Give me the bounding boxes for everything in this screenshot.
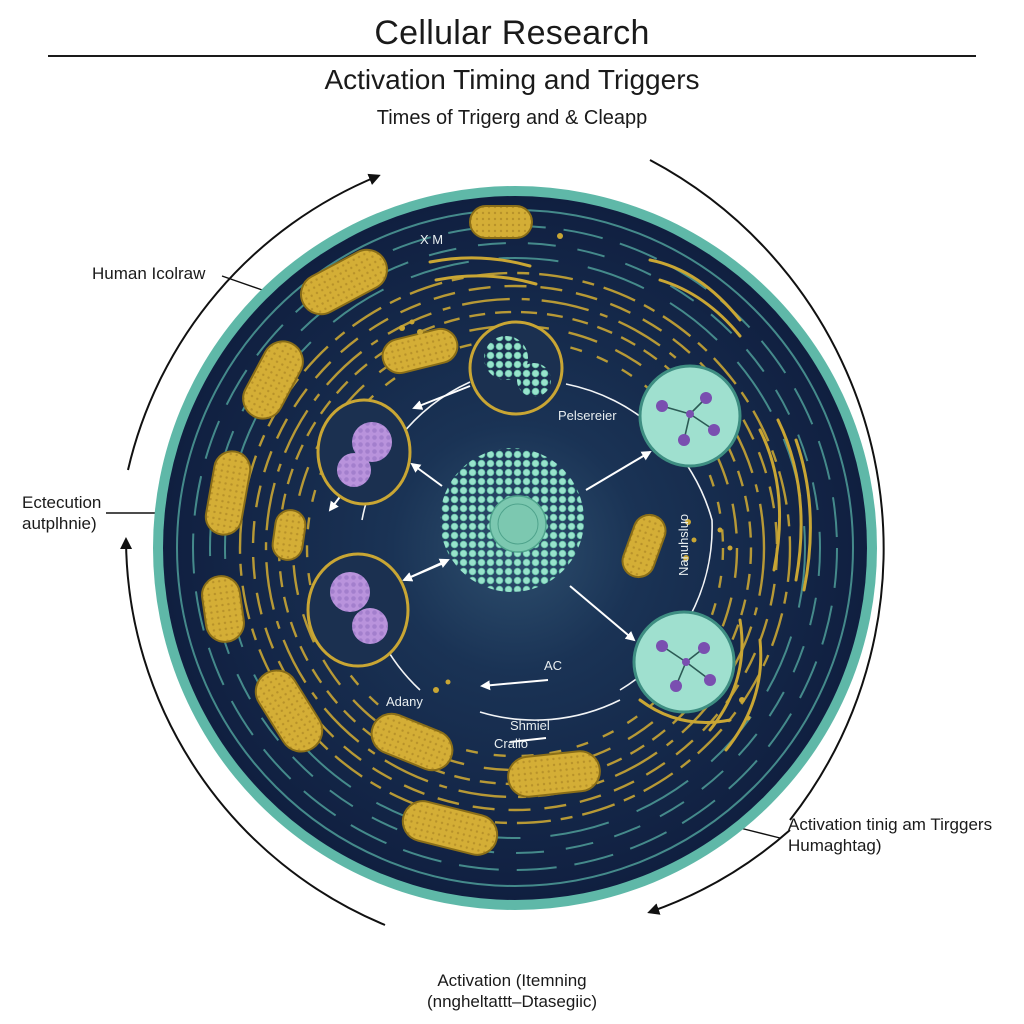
right-compartment-upper	[638, 364, 742, 468]
mitochondrion	[242, 340, 304, 420]
label-right-vertical: Nanuhsluo	[676, 513, 691, 576]
flow-arrow	[412, 385, 471, 410]
outer-cycle-arrows	[120, 159, 885, 926]
left-compartment-lower	[306, 552, 410, 668]
title-divider	[48, 55, 976, 57]
flow-arrow	[585, 450, 652, 491]
mitochondrion	[271, 509, 307, 561]
cycle-arrow-right	[649, 159, 885, 821]
pointer-right	[739, 827, 781, 839]
nucleolus-core	[497, 503, 539, 545]
mitochondrion	[254, 669, 324, 753]
mitochondria	[201, 205, 667, 856]
label-ectecution: Ectecution autplhnie)	[22, 492, 101, 534]
label-cralio: Cralio	[494, 736, 528, 751]
mitochondrion	[469, 205, 533, 239]
label-activation-bottom-line2: (nngheltattt–Dtasegiic)	[426, 992, 598, 1011]
flow-arrow	[509, 737, 547, 743]
right-compartment-lower	[632, 610, 736, 714]
flow-arrow	[480, 679, 549, 691]
mitochondrion	[300, 248, 388, 316]
pointer-human-kolraw	[221, 275, 269, 293]
diagram-caption: Times of Trigerg and & Cleapp	[376, 107, 648, 129]
diagram-title: Cellular Research	[374, 14, 650, 52]
mitochondrion	[204, 450, 252, 536]
flow-arrow	[403, 558, 450, 581]
left-compartment-upper	[316, 398, 412, 506]
label-human-kolraw: Human Icolraw	[92, 264, 206, 283]
diagram-subtitle: Activation Timing and Triggers	[324, 64, 700, 95]
flow-arrow	[410, 462, 443, 487]
mitochondrion	[507, 750, 601, 798]
label-adany: Adany	[386, 694, 423, 709]
cycle-arrow-bottom-left	[120, 537, 386, 926]
top-compartment	[468, 320, 564, 416]
golgi-stacks	[428, 256, 812, 752]
label-shmiel: Shmiel	[510, 718, 550, 733]
cycle-arrow-bottom-right	[647, 829, 791, 915]
mitochondrion	[370, 712, 454, 772]
label-activation-right-line2: Humaghtag)	[788, 836, 882, 855]
label-pelsereier: Pelsereier	[558, 408, 617, 423]
vesicle-clusters	[399, 233, 751, 721]
mitochondrion	[201, 575, 245, 643]
label-activation-bottom: Activation (Itemning (nngheltattt–Dtaseg…	[0, 970, 1024, 1012]
mitochondrion	[381, 327, 459, 375]
label-activation-bottom-line1: Activation (Itemning	[437, 971, 587, 990]
label-ectecution-line2: autplhnie)	[22, 514, 97, 533]
label-activation-right-line1: Activation tinig am Tirggers	[788, 815, 993, 834]
label-activation-right: Activation tinig am Tirggers Humaghtag)	[788, 814, 992, 856]
label-ectecution-line1: Ectecution	[22, 493, 102, 512]
mitochondrion	[621, 513, 667, 579]
mitochondrion	[401, 800, 499, 856]
cycle-arrow-top-left	[127, 173, 381, 471]
label-xm: X M	[420, 232, 444, 247]
flow-arrow	[569, 585, 636, 642]
label-ac: ΑC	[544, 658, 563, 673]
